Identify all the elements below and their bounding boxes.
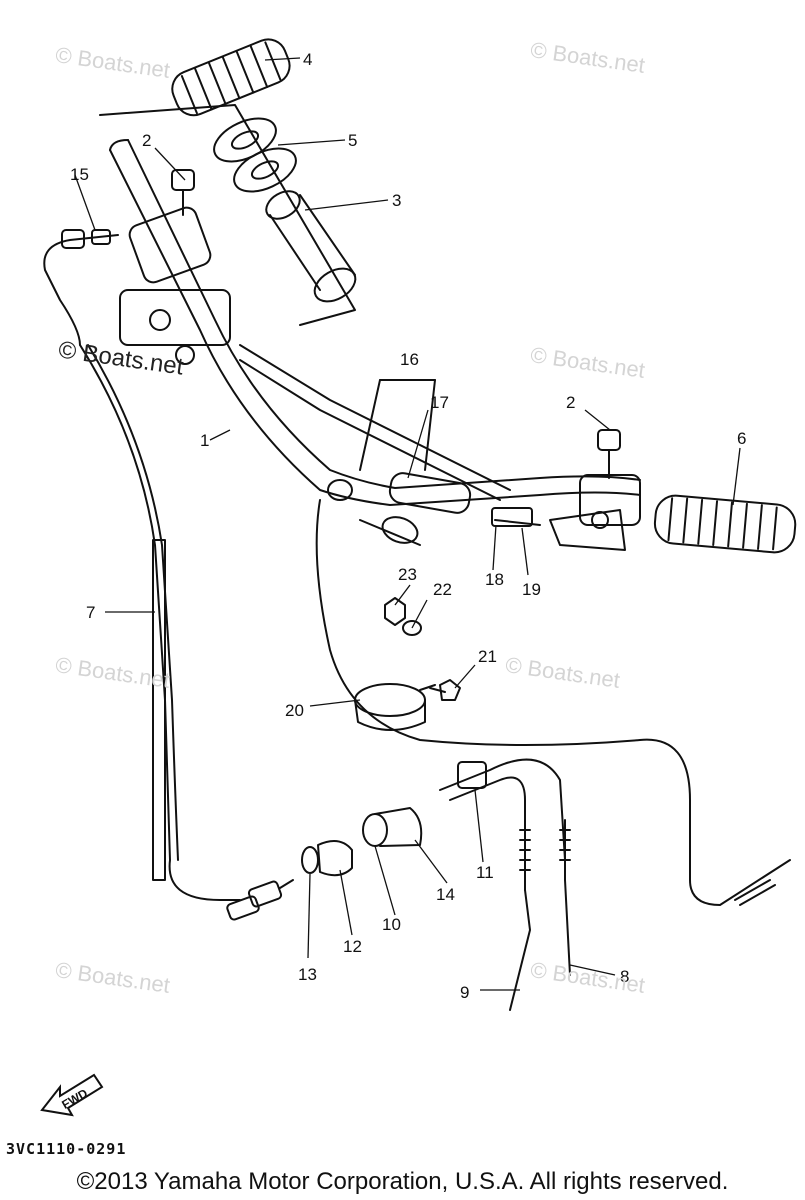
cable-adjuster [388, 472, 472, 514]
cable-joint [317, 840, 353, 877]
throttle-cable-return [315, 499, 791, 906]
callout-2: 2 [142, 131, 151, 150]
callout-7: 7 [86, 603, 95, 622]
grip-right [653, 494, 797, 554]
callout-18: 18 [485, 570, 504, 589]
clutch-cable [79, 344, 241, 901]
callout-19: 19 [522, 580, 541, 599]
o-ring [301, 846, 319, 874]
washer-small [402, 620, 422, 636]
fwd-arrow-icon: FWD [40, 1073, 104, 1117]
throttle-cable-pull [439, 758, 566, 861]
throttle-housing [128, 206, 212, 284]
left-grip-group-box [99, 104, 356, 326]
handlebar [109, 149, 641, 506]
callout-13: 13 [298, 965, 317, 984]
callout-1: 1 [200, 431, 209, 450]
copyright-notice: ©2013 Yamaha Motor Corporation, U.S.A. A… [76, 1168, 729, 1195]
callout-23: 23 [398, 565, 417, 584]
callout-8: 8 [620, 967, 629, 986]
callout-4: 4 [303, 50, 312, 69]
callout-22: 22 [433, 580, 452, 599]
callout-21: 21 [478, 647, 497, 666]
callout-9: 9 [460, 983, 469, 1002]
callout-10: 10 [382, 915, 401, 934]
callout-14: 14 [436, 885, 455, 904]
diagram-code: 3VC1110-0291 [6, 1140, 127, 1158]
callout-2: 2 [566, 393, 575, 412]
callout-6: 6 [737, 429, 746, 448]
callout-17: 17 [430, 393, 449, 412]
throttle-cable-joint [362, 813, 388, 847]
callout-3: 3 [392, 191, 401, 210]
callout-5: 5 [348, 131, 357, 150]
callout-12: 12 [343, 937, 362, 956]
throttle-tube [269, 194, 356, 291]
callout-15: 15 [70, 165, 89, 184]
callout-16: 16 [400, 350, 419, 369]
nut [384, 597, 406, 626]
callout-20: 20 [285, 701, 304, 720]
grip-left [171, 38, 291, 117]
callout-11: 11 [476, 863, 494, 882]
